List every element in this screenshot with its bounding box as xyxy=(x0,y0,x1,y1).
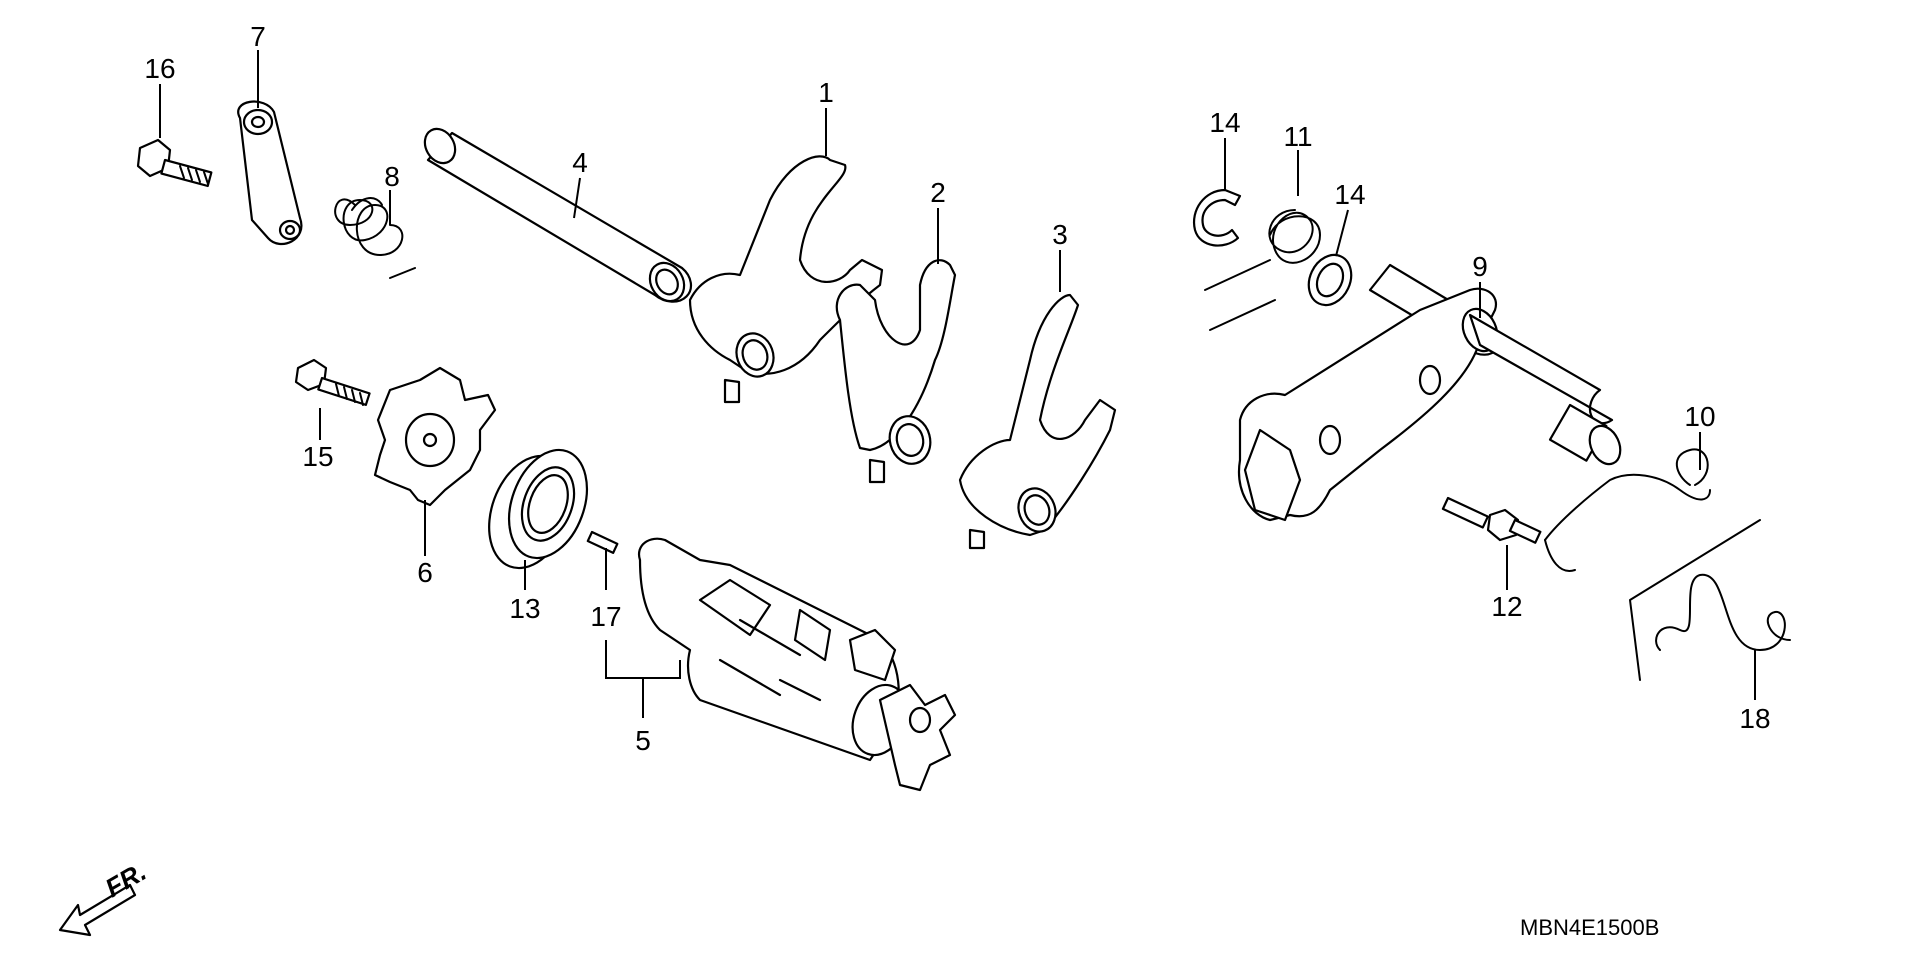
part-15-bolt xyxy=(294,358,371,406)
part-14-circlip-upper xyxy=(1192,188,1242,247)
diagram-code: MBN4E1500B xyxy=(1520,915,1659,940)
direction-label: FR. xyxy=(100,856,151,903)
part-8-return-spring xyxy=(334,197,416,279)
callout-7: 7 xyxy=(250,21,266,52)
callout-3: 3 xyxy=(1052,219,1068,250)
part-2-shift-fork xyxy=(835,259,957,484)
callout-5: 5 xyxy=(635,725,651,756)
callout-18: 18 xyxy=(1739,703,1770,734)
callout-1: 1 xyxy=(818,77,834,108)
callout-12: 12 xyxy=(1491,591,1522,622)
callout-13: 13 xyxy=(509,593,540,624)
front-arrow-icon xyxy=(58,883,137,937)
callout-17: 17 xyxy=(590,601,621,632)
callout-10: 10 xyxy=(1684,401,1715,432)
callout-9: 9 xyxy=(1472,251,1488,282)
part-18-spring xyxy=(1629,519,1791,681)
part-16-flange-bolt xyxy=(136,138,213,188)
part-5-shift-drum xyxy=(637,537,957,792)
part-14-washer-lower xyxy=(1307,253,1353,307)
callout-15: 15 xyxy=(302,441,333,472)
callout-14-lower: 14 xyxy=(1334,179,1365,210)
callout-6: 6 xyxy=(417,557,433,588)
front-direction-indicator: FR. xyxy=(58,856,151,937)
part-4-fork-shaft xyxy=(423,127,693,303)
part-11-spring xyxy=(1204,209,1321,331)
leader-lines xyxy=(159,50,1756,718)
part-10-spring xyxy=(1544,448,1711,572)
callout-14-upper: 14 xyxy=(1209,107,1240,138)
part-12-bolt xyxy=(1441,496,1542,544)
callout-2: 2 xyxy=(930,177,946,208)
part-9-gearshift-spindle xyxy=(1237,263,1622,522)
part-7-stopper-arm xyxy=(237,100,303,246)
part-3-shift-fork xyxy=(958,293,1117,550)
part-17-dowel-pin xyxy=(586,530,619,554)
callout-numbers: 1 2 3 4 5 6 7 8 9 10 11 12 13 14 14 15 1… xyxy=(144,21,1770,756)
part-13-bearing xyxy=(488,448,588,570)
callout-4: 4 xyxy=(572,147,588,178)
part-6-drum-center xyxy=(373,366,497,507)
callout-16: 16 xyxy=(144,53,175,84)
part-1-shift-fork xyxy=(688,155,884,404)
callout-11: 11 xyxy=(1283,121,1312,152)
callout-8: 8 xyxy=(384,161,400,192)
